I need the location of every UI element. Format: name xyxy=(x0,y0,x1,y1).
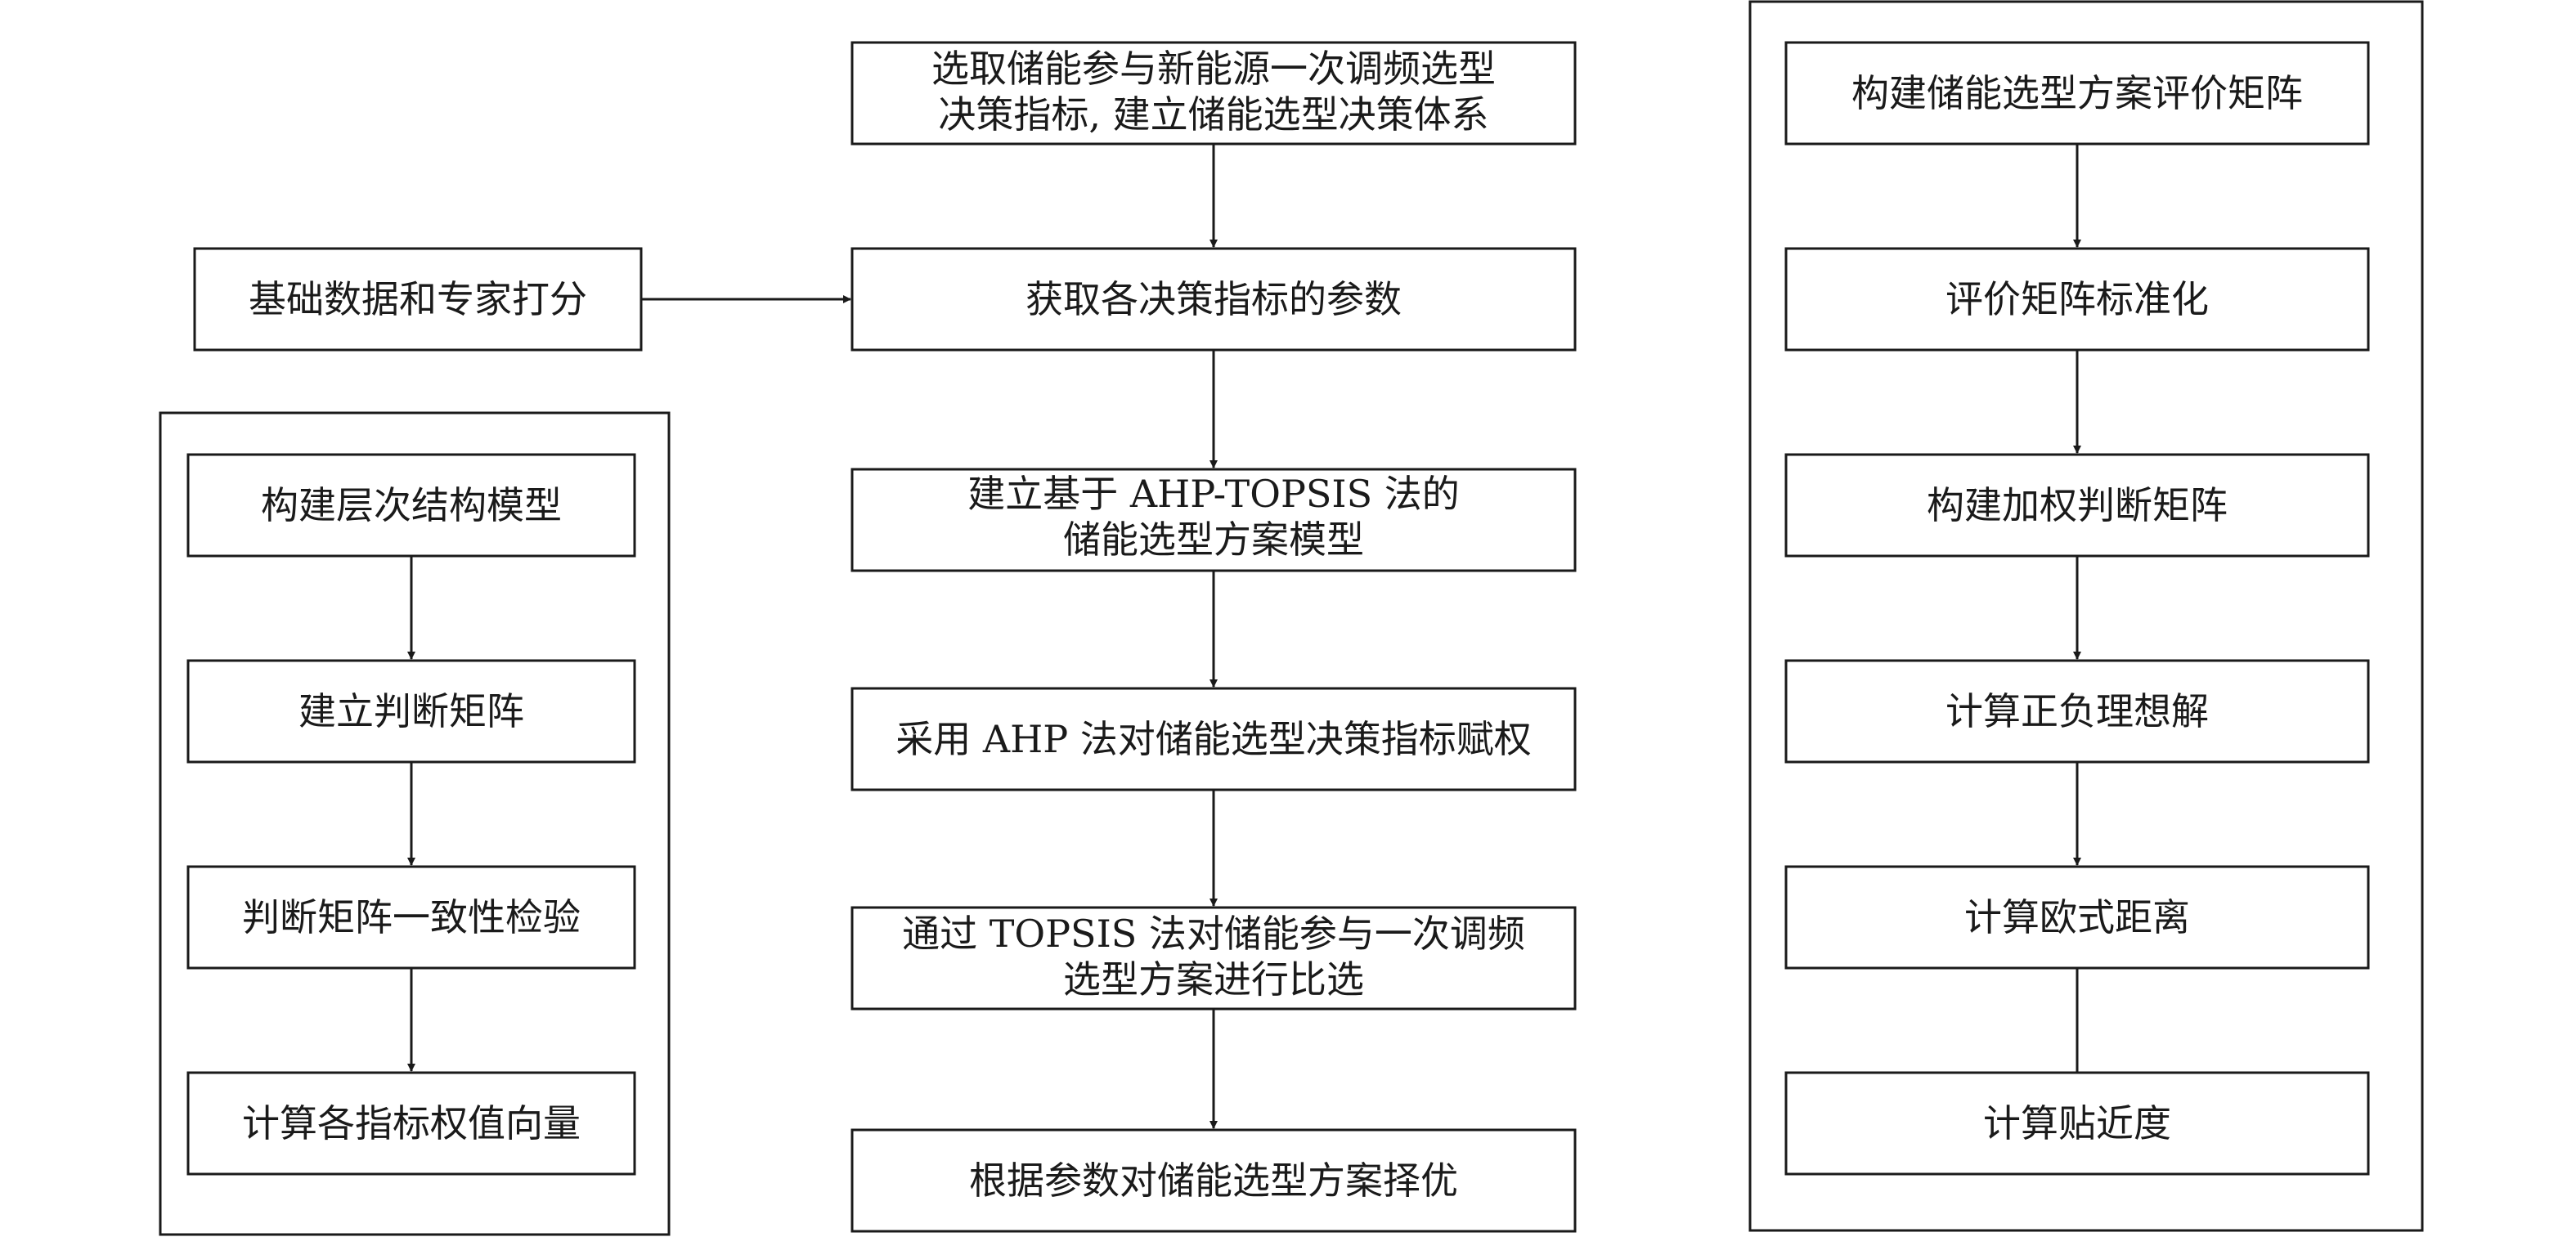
center-step-3-node: 建立基于 AHP-TOPSIS 法的 储能选型方案模型 xyxy=(850,468,1577,572)
right-step-1-node: 构建储能选型方案评价矩阵 xyxy=(1784,41,2370,146)
input-node: 基础数据和专家打分 xyxy=(193,247,643,352)
right-step-2-node: 评价矩阵标准化 xyxy=(1784,247,2370,352)
center-step-5-line1: 通过 TOPSIS 法对储能参与一次调频 xyxy=(902,912,1525,956)
right-step-2-label: 评价矩阵标准化 xyxy=(1945,277,2209,321)
right-step-6-label: 计算贴近度 xyxy=(1983,1101,2171,1145)
center-step-2-node: 获取各决策指标的参数 xyxy=(850,247,1577,352)
right-step-3-node: 构建加权判断矩阵 xyxy=(1784,453,2370,558)
right-step-4-node: 计算正负理想解 xyxy=(1784,659,2370,764)
left-step-1-label: 构建层次结构模型 xyxy=(261,483,562,527)
left-group-frame xyxy=(159,411,671,1236)
center-step-4-node: 采用 AHP 法对储能选型决策指标赋权 xyxy=(850,687,1577,791)
right-step-4-label: 计算正负理想解 xyxy=(1945,689,2209,733)
right-step-3-label: 构建加权判断矩阵 xyxy=(1927,483,2228,527)
center-step-5-node: 通过 TOPSIS 法对储能参与一次调频 选型方案进行比选 xyxy=(850,906,1577,1011)
left-step-3-label: 判断矩阵一致性检验 xyxy=(242,895,581,939)
right-step-5-label: 计算欧式距离 xyxy=(1964,895,2190,939)
left-step-4-node: 计算各指标权值向量 xyxy=(186,1071,636,1176)
center-step-1-node: 选取储能参与新能源一次调频选型 决策指标, 建立储能选型决策体系 xyxy=(850,41,1577,146)
right-step-6-node: 计算贴近度 xyxy=(1784,1071,2370,1176)
center-step-6-node: 根据参数对储能选型方案择优 xyxy=(850,1128,1577,1233)
left-step-1-node: 构建层次结构模型 xyxy=(186,453,636,558)
center-step-6-label: 根据参数对储能选型方案择优 xyxy=(969,1159,1458,1203)
center-step-4-label: 采用 AHP 法对储能选型决策指标赋权 xyxy=(895,717,1532,761)
left-step-2-label: 建立判断矩阵 xyxy=(298,689,524,733)
right-group-frame xyxy=(1748,0,2424,1232)
left-step-2-node: 建立判断矩阵 xyxy=(186,659,636,764)
right-step-1-label: 构建储能选型方案评价矩阵 xyxy=(1851,71,2303,115)
center-step-2-label: 获取各决策指标的参数 xyxy=(1025,277,1402,321)
left-step-3-node: 判断矩阵一致性检验 xyxy=(186,865,636,970)
center-step-5-line2: 选型方案进行比选 xyxy=(1063,957,1364,1002)
center-step-3-line2: 储能选型方案模型 xyxy=(1063,518,1364,562)
left-step-4-label: 计算各指标权值向量 xyxy=(242,1101,581,1145)
input-label: 基础数据和专家打分 xyxy=(249,277,587,321)
center-step-1-line2: 决策指标, 建立储能选型决策体系 xyxy=(938,92,1488,137)
center-step-3-line1: 建立基于 AHP-TOPSIS 法的 xyxy=(967,472,1459,516)
center-step-1-line1: 选取储能参与新能源一次调频选型 xyxy=(931,47,1496,91)
right-step-5-node: 计算欧式距离 xyxy=(1784,865,2370,970)
